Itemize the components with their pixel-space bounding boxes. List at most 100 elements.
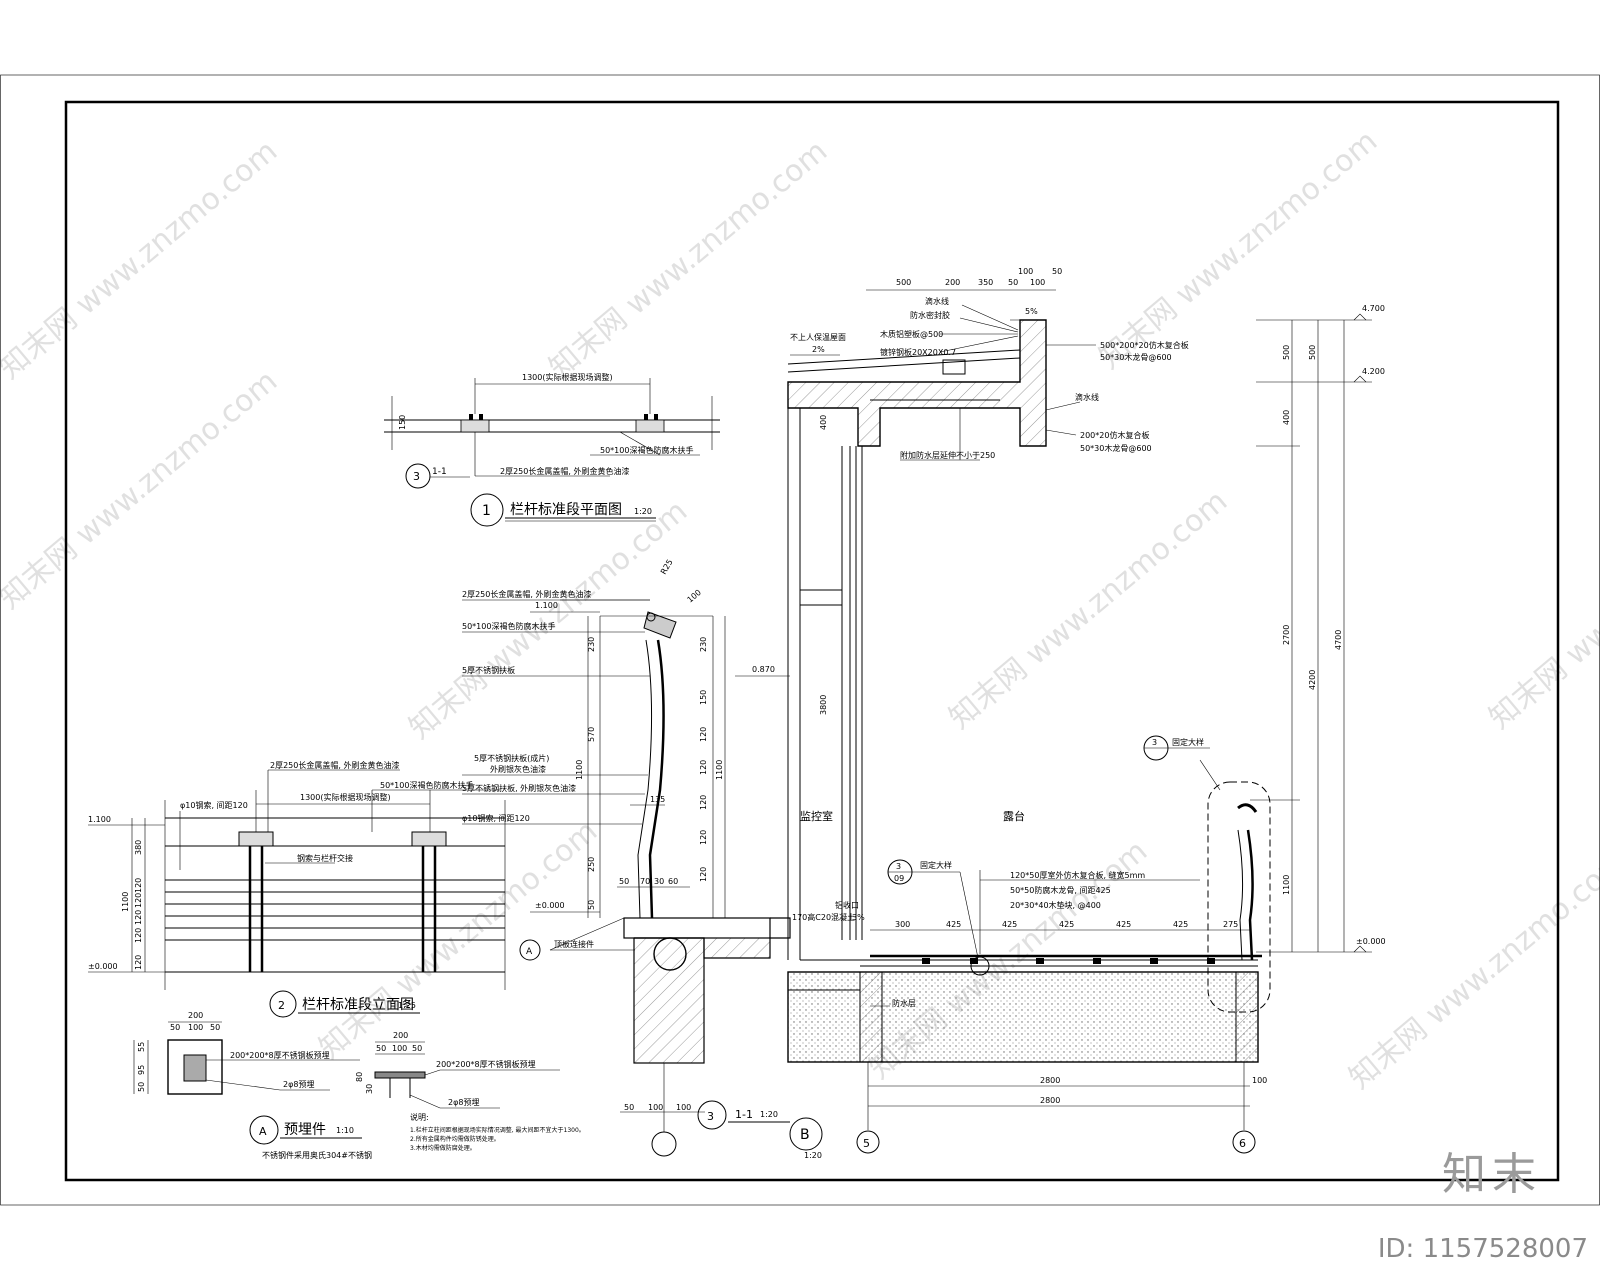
sect-level-zero: ±0.000	[535, 901, 565, 910]
B-note-steel: 镀锌钢板20X20X0.7	[880, 347, 956, 357]
detA-dim-top: 50	[210, 1023, 220, 1032]
elev-dim-left: 120	[134, 893, 143, 908]
detA-scale: 1:10	[336, 1126, 354, 1135]
B-detail-ref-1b: 09	[894, 874, 904, 883]
B-note-wpc4: 50*30木龙骨@600	[1080, 443, 1152, 453]
B-note-c20: 170高C20混凝土	[792, 912, 855, 922]
sect-dim-base: 50	[624, 1103, 634, 1112]
B-floor-dim: 275	[1223, 920, 1238, 929]
sect-note-cap: 2厚250长金属盖帽, 外刷金黄色油漆	[462, 589, 591, 599]
detA-dim-left: 55	[137, 1042, 146, 1052]
B-room-terrace: 露台	[1003, 809, 1025, 823]
B-top-dim: 350	[978, 278, 993, 287]
sect-note-plate3: 5厚不锈钢扶板, 外刷银灰色油漆	[462, 783, 576, 793]
B-level-zero: ±0.000	[1356, 937, 1386, 946]
title-number-circle	[470, 493, 504, 527]
B-level-4200: 4.200	[1362, 367, 1385, 376]
elev-scale: 1:25	[398, 1001, 416, 1010]
sect-scale: 1:20	[760, 1110, 778, 1119]
sect-dim-base: 100	[676, 1103, 691, 1112]
B-dim-2800b: 2800	[1040, 1096, 1060, 1105]
sect-dim-left: 250	[587, 857, 596, 872]
B-note-waterproof: 防水层	[892, 998, 916, 1008]
elev-dim-left: 380	[134, 840, 143, 855]
sect-dim-bottom: 70	[640, 877, 650, 886]
detA-dim-top: 100	[188, 1023, 203, 1032]
detA-dim-200b: 200	[393, 1031, 408, 1040]
sect-note-plate1: 5厚不锈钢扶板(成片)	[474, 753, 549, 763]
detA-notes-title: 说明:	[410, 1112, 429, 1122]
sect-dim-left: 230	[587, 637, 596, 652]
sect-d100: 100	[686, 588, 703, 605]
detA-dim-left: 95	[137, 1065, 146, 1075]
B-note-wood: 木质铝塑板@500	[880, 329, 943, 339]
sect-dim-right: 230	[699, 637, 708, 652]
plan-num: 1	[482, 503, 491, 519]
detA-note-line: 2.所有金属构件均需做防锈处理。	[410, 1135, 500, 1143]
plan-dim-150: 150	[398, 415, 407, 430]
detA-dim-200: 200	[188, 1011, 203, 1020]
plan-dim-1300: 1300(实际根据现场调整)	[522, 372, 613, 382]
plan-section-ref: 1-1	[432, 467, 447, 477]
detA-dim-left: 50	[137, 1082, 146, 1092]
B-note-wpc3: 200*20仿木复合板	[1080, 430, 1149, 440]
image-id: ID: 1157528007	[1377, 1234, 1588, 1264]
detA-note-plate2: 200*200*8厚不锈钢板预埋	[436, 1059, 536, 1069]
B-dim-right-a: 400	[1282, 410, 1291, 425]
B-top-dim: 50	[1008, 278, 1018, 287]
B-dim-right-c: 500	[1308, 345, 1317, 360]
detA-dim-top2: 50	[376, 1044, 386, 1053]
sect-dim-right: 120	[699, 727, 708, 742]
B-floor-dim: 425	[1059, 920, 1074, 929]
watermark: 知末网 www.znzmo.com	[1483, 484, 1600, 736]
B-label: B	[800, 1127, 810, 1143]
B-top-dim: 500	[896, 278, 911, 287]
plan-scale: 1:20	[634, 507, 652, 516]
sect-note-plate2: 外刷银灰色油漆	[490, 764, 546, 774]
B-note-drip: 滴水线	[925, 296, 949, 306]
B-deck3: 20*30*40木垫块, @400	[1010, 900, 1101, 910]
B-dim-right-a: 1100	[1282, 875, 1291, 895]
detA-note-line: 1.栏杆立柱间距根据现场实际情况调整, 最大间距不宜大于1300。	[410, 1126, 585, 1134]
B-top-dim-100: 100	[1018, 267, 1033, 276]
sect-axis-a: A	[526, 947, 533, 957]
elev-title: 栏杆标准段立面图	[302, 997, 414, 1013]
sect-r25: R25	[659, 558, 675, 576]
B-slope-2: 2%	[812, 345, 825, 354]
B-dim-3800: 3800	[819, 695, 828, 715]
B-scale: 1:20	[804, 1151, 822, 1160]
detA-label: A	[259, 1125, 267, 1138]
detA-dim-top2: 50	[412, 1044, 422, 1053]
watermark: 知末网 www.znzmo.com	[543, 134, 834, 386]
sect-dim-left: 50	[587, 900, 596, 910]
B-dim-400: 400	[819, 415, 828, 430]
B-dim-2800a: 2800	[1040, 1076, 1060, 1085]
detA-dim-top: 50	[170, 1023, 180, 1032]
detA-dim-80: 80	[355, 1072, 364, 1082]
inner-frame	[64, 100, 1560, 1182]
B-floor-dim: 425	[946, 920, 961, 929]
detA-title: 预埋件	[284, 1122, 326, 1138]
detA-dim-30: 30	[365, 1084, 374, 1094]
sect-dim-right: 120	[699, 760, 708, 775]
B-note-roof: 不上人保温屋面	[790, 332, 846, 342]
B-top-dim: 50	[1052, 267, 1062, 276]
B-note-drip2: 滴水线	[1075, 392, 1099, 402]
sect-dim-left: 570	[587, 727, 596, 742]
elev-num: 2	[278, 999, 285, 1012]
sect-dim-base: 100	[648, 1103, 663, 1112]
sect-dim-right: 120	[699, 830, 708, 845]
B-note-wpc1: 500*200*20仿木复合板	[1100, 340, 1189, 350]
sect-dim-right: 120	[699, 795, 708, 810]
B-dim-100: 100	[1252, 1076, 1267, 1085]
B-floor-dim: 425	[1002, 920, 1017, 929]
sect-num: 3	[707, 1110, 714, 1123]
sect-title: 1-1	[735, 1108, 753, 1121]
section-view-3: 230 570 250 50 1100 230 150 120 120 120 …	[462, 558, 791, 1157]
detA-note-bolt2: 2φ8预埋	[448, 1097, 479, 1107]
elev-dim-1100: 1100	[121, 892, 130, 912]
sect-dim-135: 135	[650, 795, 665, 804]
brand-logo: 知末	[1442, 1149, 1542, 1200]
